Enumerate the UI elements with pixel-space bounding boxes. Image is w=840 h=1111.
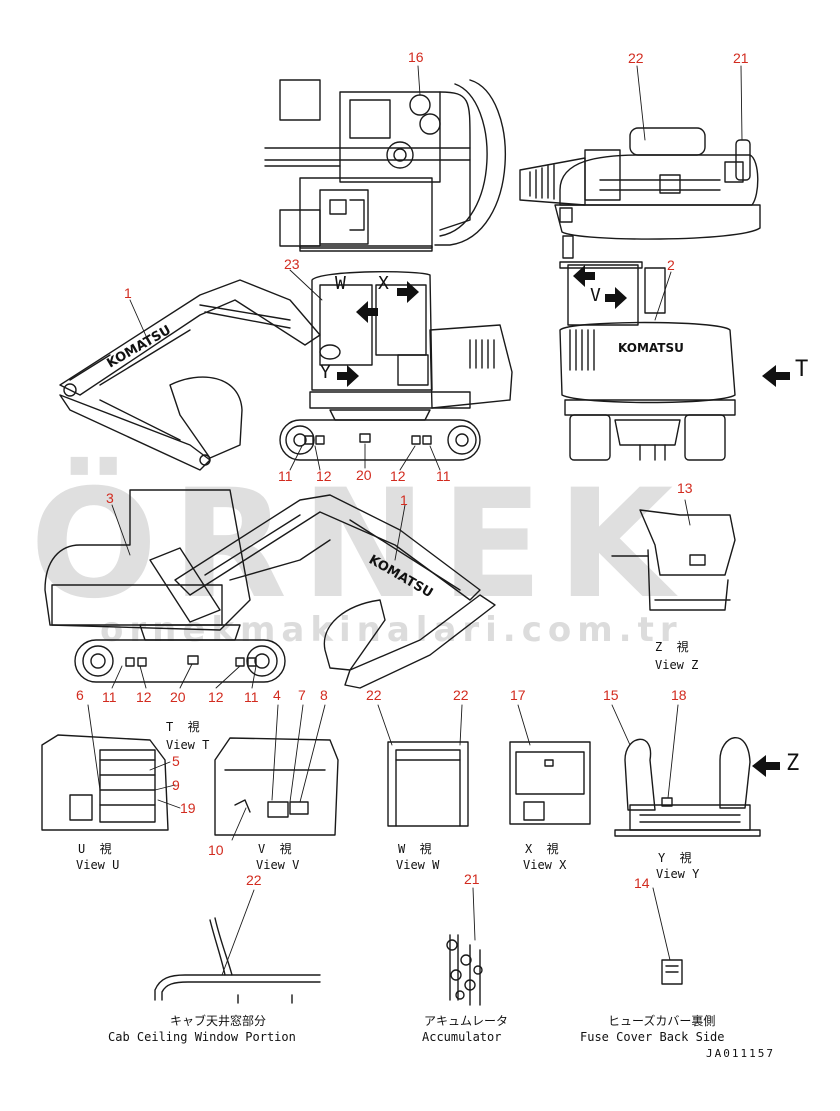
view-arrows-top — [337, 281, 419, 387]
side-view-excavator-right — [44, 489, 496, 689]
arrow-letter-t: T — [795, 357, 809, 382]
view-x-label-en: View X — [523, 858, 567, 872]
callout-12: 12 — [316, 468, 332, 484]
drawing-code: JA011157 — [706, 1047, 775, 1060]
view-y-label-en: View Y — [656, 867, 700, 881]
fuse-cover-caption-jp: ヒューズカバー裏側 — [608, 1014, 716, 1028]
callout-8: 8 — [320, 687, 328, 703]
brand-decal-1: KOMATSU — [105, 323, 174, 372]
callout-5: 5 — [172, 753, 180, 769]
view-u-label-en: View U — [76, 858, 120, 872]
view-v-cab — [214, 737, 339, 836]
rear-upper-view — [519, 127, 761, 259]
accumulator-diagram — [446, 934, 483, 1006]
arrow-letter-w: W — [335, 273, 346, 294]
view-arrow-z — [752, 755, 780, 777]
callout-3: 3 — [106, 490, 114, 506]
view-y-label-jp: Y 視 — [658, 851, 692, 865]
fuse-cover-diagram — [661, 959, 683, 985]
callout-19: 19 — [180, 800, 196, 816]
callout-20: 20 — [170, 689, 186, 705]
view-x-cab — [509, 741, 591, 825]
watermark-logo: ÖRNEK — [30, 458, 688, 632]
view-u-label-jp: U 視 — [78, 842, 112, 856]
arrow-letter-y: Y — [320, 362, 331, 383]
callout-22: 22 — [366, 687, 382, 703]
accumulator-caption-en: Accumulator — [422, 1030, 502, 1044]
callout-12: 12 — [136, 689, 152, 705]
callout-22: 22 — [246, 872, 262, 888]
callout-18: 18 — [671, 687, 687, 703]
fuse-cover-caption-en: Fuse Cover Back Side — [580, 1030, 725, 1044]
view-w-label-en: View W — [396, 858, 440, 872]
callout-11: 11 — [436, 468, 451, 484]
callout-17: 17 — [510, 687, 526, 703]
accumulator-caption-jp: アキュムレータ — [424, 1014, 509, 1028]
callout-14: 14 — [634, 875, 650, 891]
callout-7: 7 — [298, 687, 306, 703]
view-t-label-en: View T — [166, 738, 210, 752]
callout-2: 2 — [667, 257, 675, 273]
top-plan-view — [264, 79, 506, 252]
arrow-letter-v: V — [590, 285, 601, 306]
view-v-label-en: View V — [256, 858, 300, 872]
callout-12: 12 — [390, 468, 406, 484]
view-y-console — [614, 737, 761, 837]
leader-lines — [87, 65, 743, 976]
view-w-cab — [387, 741, 469, 827]
callout-22: 22 — [628, 50, 644, 66]
callout-4: 4 — [273, 687, 281, 703]
callout-22: 22 — [453, 687, 469, 703]
view-v-label-jp: V 視 — [258, 842, 292, 856]
side-view-excavator-left — [59, 271, 513, 471]
view-z-label-jp: Z 視 — [655, 640, 689, 654]
operator-seat-view — [611, 509, 736, 611]
callout-16: 16 — [408, 49, 424, 65]
view-x-label-jp: X 視 — [525, 842, 559, 856]
arrow-letter-z: Z — [786, 751, 800, 776]
arrow-letter-x: X — [378, 273, 389, 294]
brand-decal-3: KOMATSU — [366, 552, 435, 601]
callout-10: 10 — [208, 842, 224, 858]
cab-ceiling-caption-en: Cab Ceiling Window Portion — [108, 1030, 296, 1044]
brand-decal-2: KOMATSU — [618, 341, 684, 355]
callout-9: 9 — [172, 777, 180, 793]
view-t-label-jp: T 視 — [166, 720, 200, 734]
callout-11: 11 — [278, 468, 293, 484]
callout-21: 21 — [733, 50, 749, 66]
callout-6: 6 — [76, 687, 84, 703]
view-z-label-en: View Z — [655, 658, 699, 672]
callout-13: 13 — [677, 480, 693, 496]
view-arrows-rear — [573, 265, 790, 387]
callout-15: 15 — [603, 687, 619, 703]
cab-ceiling-caption-jp: キャブ天井窓部分 — [170, 1014, 267, 1028]
callout-11: 11 — [102, 689, 117, 705]
view-u-cab — [41, 734, 169, 831]
view-w-label-jp: W 視 — [398, 842, 432, 856]
callout-23: 23 — [284, 256, 300, 272]
callout-1: 1 — [124, 285, 132, 301]
callout-1: 1 — [400, 492, 408, 508]
callout-20: 20 — [356, 467, 372, 483]
rear-view-excavator — [559, 261, 736, 461]
watermark-url: ornekmakinalari.com.tr — [100, 610, 683, 650]
callout-21: 21 — [464, 871, 480, 887]
cab-ceiling-window — [154, 917, 321, 1004]
callout-11: 11 — [244, 689, 259, 705]
callout-12: 12 — [208, 689, 224, 705]
